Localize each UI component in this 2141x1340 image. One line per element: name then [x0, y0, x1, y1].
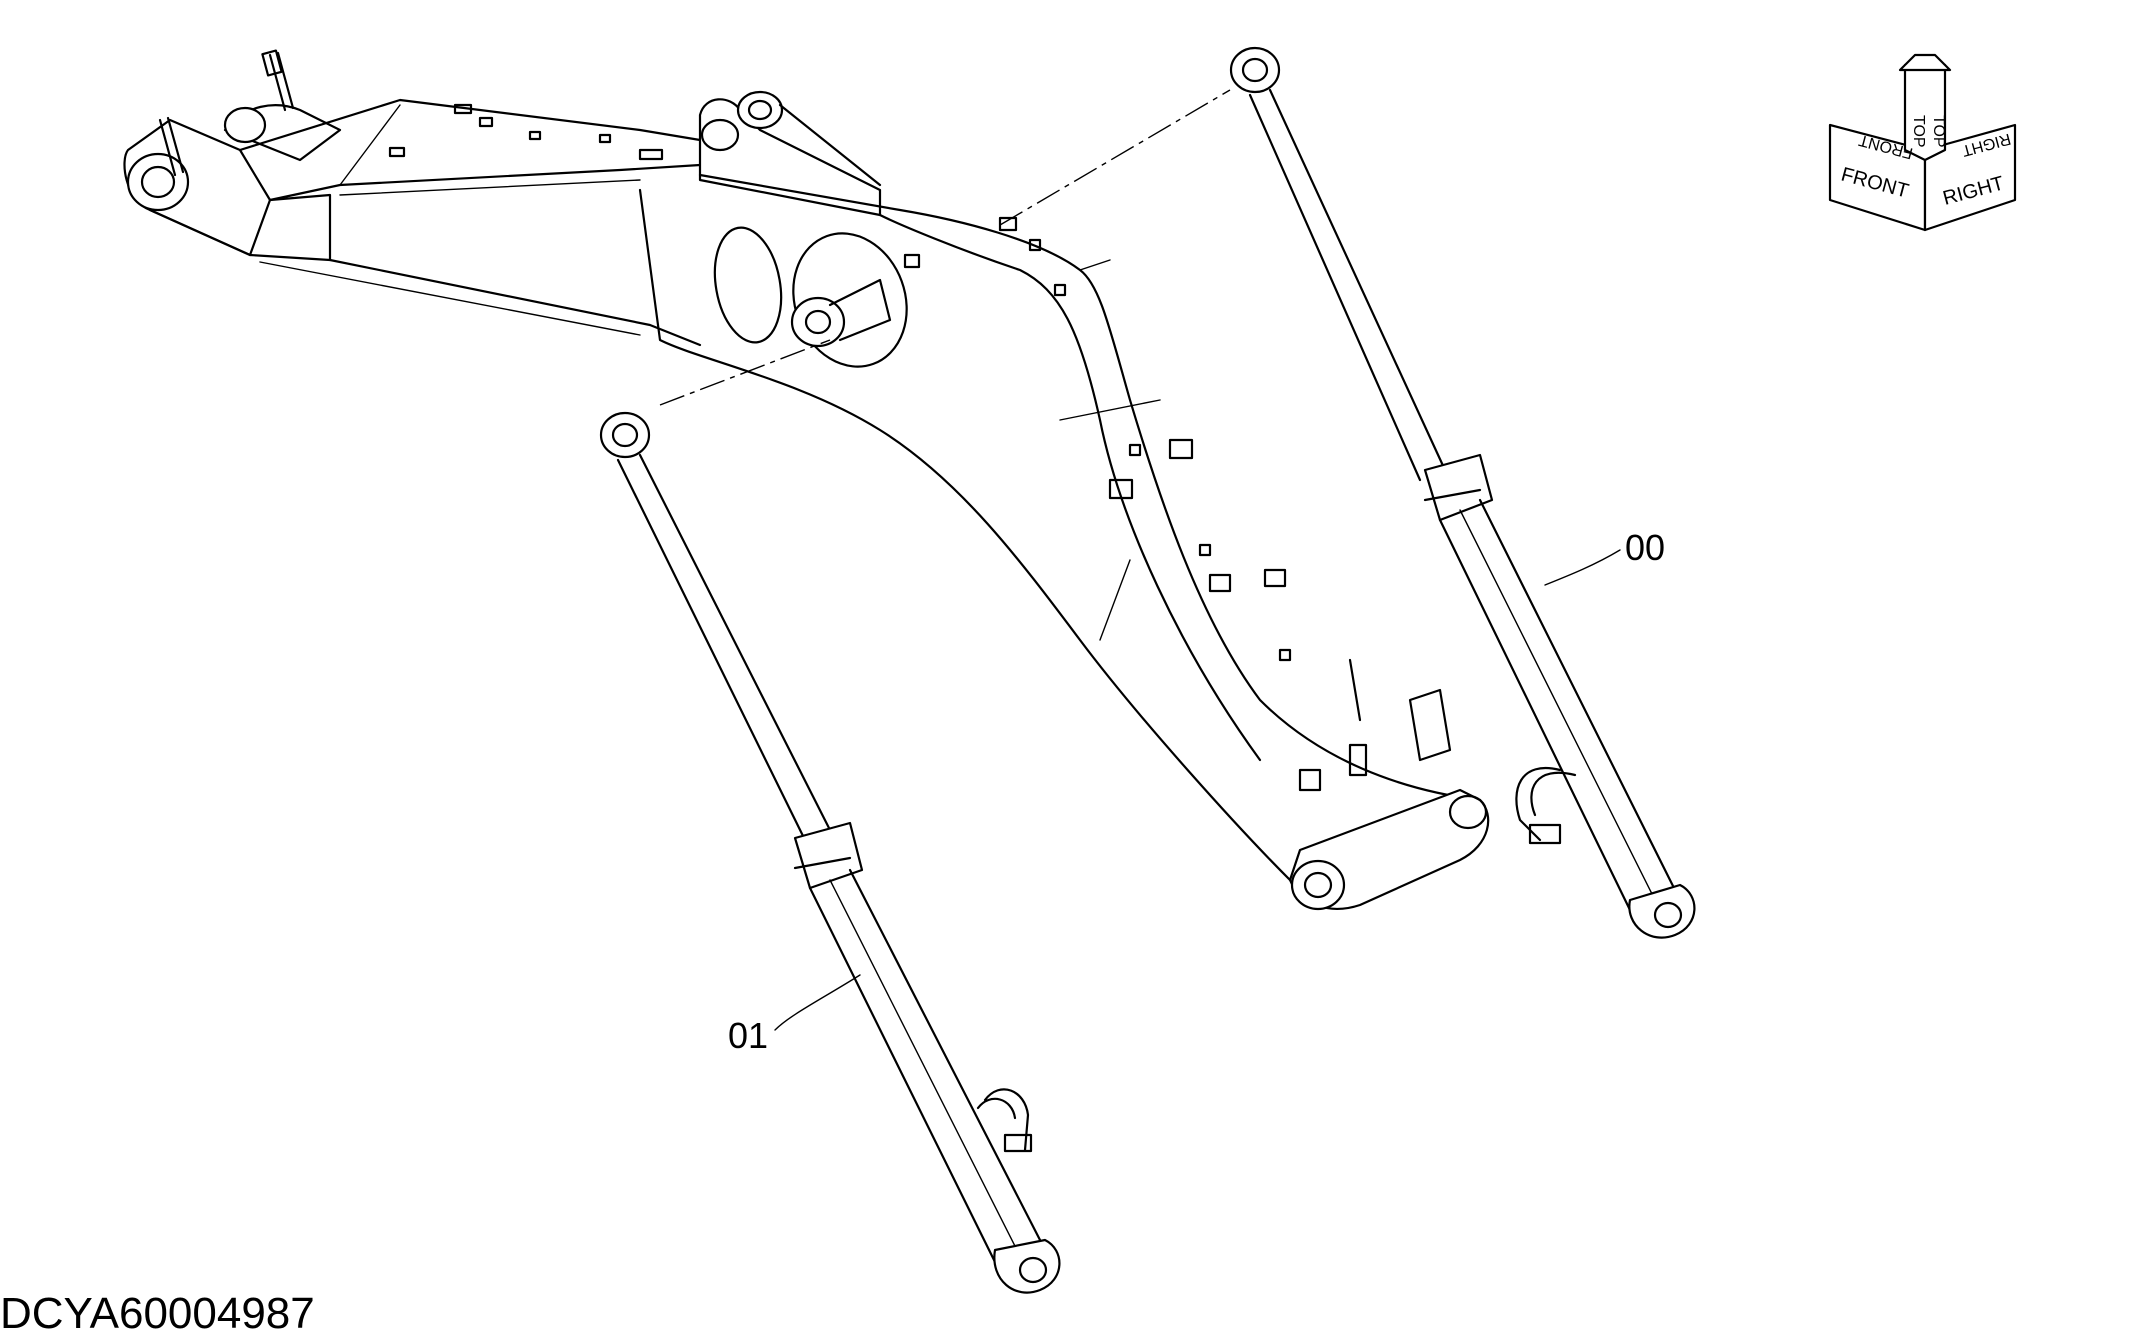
callout-00: 00: [1544, 527, 1665, 586]
alignment-line-right: [999, 89, 1231, 226]
boom-cylinder-left: [599, 411, 1061, 1294]
orientation-label-top-1: TOP: [1910, 115, 1927, 148]
orientation-label-top-2: TOP: [1930, 115, 1947, 148]
callout-01: 01: [728, 974, 861, 1056]
drawing-id: DCYA60004987: [0, 1289, 315, 1335]
boom-cylinder-right: [1229, 46, 1696, 939]
callout-label-01: 01: [728, 1015, 768, 1056]
orientation-icon: FRONT RIGHT TOP TOP FRONT RIGHT: [1828, 53, 2017, 232]
alignment-line-left: [659, 339, 831, 406]
callout-label-00: 00: [1625, 527, 1665, 568]
boom: [123, 49, 1490, 911]
